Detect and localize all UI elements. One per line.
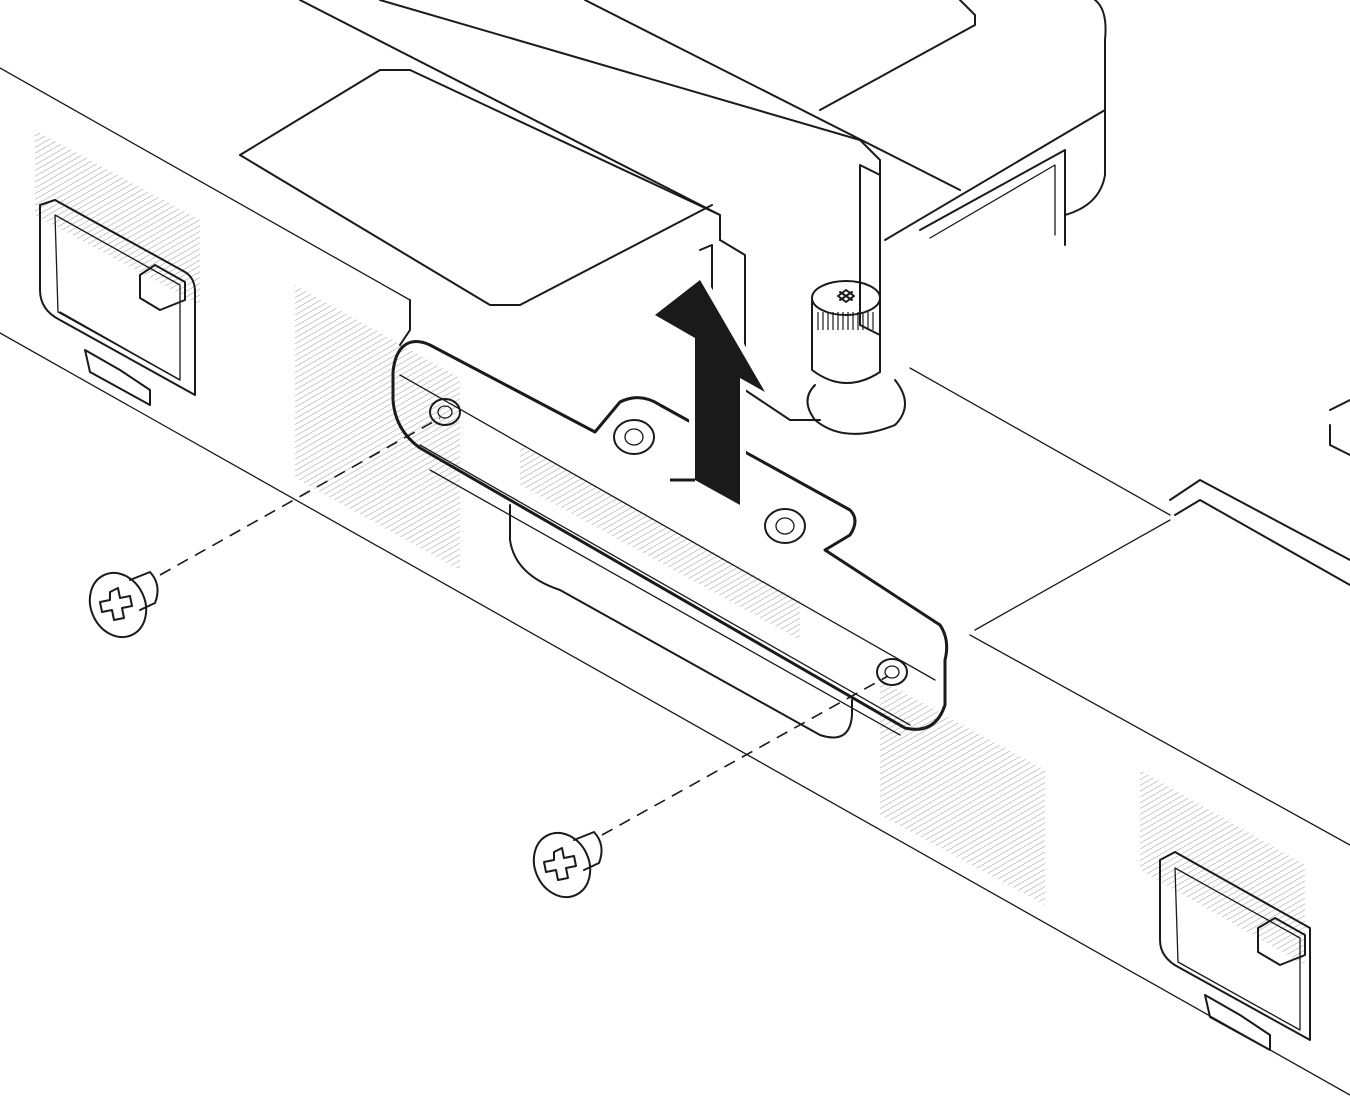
bracket-plate: [391, 340, 949, 731]
drive-latch-right: [1159, 851, 1311, 1051]
thumbscrew-head: [811, 280, 881, 316]
right-cage-top: [1169, 479, 1350, 561]
chassis-top-rail-left: [0, 67, 411, 301]
top-rail-4: [819, 0, 976, 111]
screw-head-right: [532, 831, 592, 899]
bracket-hole-left: [429, 398, 461, 426]
arrow-up-icon: [649, 274, 771, 511]
top-rail-1: [299, 0, 721, 216]
drive-latch-left: [39, 199, 196, 406]
alignment-line-left: [159, 417, 441, 576]
thumbscrew-cross-icon: [837, 289, 855, 303]
chassis-bottom-rail: [0, 332, 1350, 1096]
housing-notch-left: [399, 299, 411, 346]
right-cage-edge: [1174, 499, 1350, 586]
housing-bracket-inner: [929, 164, 1056, 239]
chassis-top-rail-right: [969, 634, 1350, 846]
screw-cross-right: [543, 847, 577, 881]
bracket-fold-2: [419, 444, 911, 726]
thumbscrew-body: [811, 299, 881, 384]
vent-texture-3: [880, 680, 1045, 905]
vent-texture-4: [1140, 770, 1305, 965]
top-plate-left: [239, 69, 721, 241]
screw-cross-left: [99, 587, 133, 621]
screw-icon: [88, 571, 159, 639]
bracket: [391, 340, 949, 736]
bracket-hole-top-1: [613, 419, 655, 455]
chassis: [0, 67, 1350, 1096]
bracket-hole-top-2: [764, 508, 806, 544]
top-plate-front: [239, 154, 713, 306]
thumbscrew: [806, 280, 906, 435]
vent-texture-2: [295, 285, 460, 570]
top-rail-3: [584, 0, 961, 191]
vent-texture-1: [35, 130, 200, 305]
alignment-line-right: [601, 675, 889, 836]
bracket-fold-1: [399, 374, 936, 681]
chassis-step-edge: [974, 519, 1171, 631]
bracket-hole-right: [876, 658, 908, 686]
housing-right-edge: [1064, 0, 1107, 216]
bracket-texture: [520, 445, 800, 640]
housing-right-lower: [884, 109, 1106, 241]
chassis-top-rail-mid: [909, 367, 1171, 516]
screw-icon: [532, 831, 603, 899]
thumbscrew-knurl: [817, 312, 874, 330]
right-cage-corner: [1329, 399, 1350, 411]
thumbscrew-base: [806, 379, 906, 435]
screw-head-left: [88, 571, 148, 639]
chassis-cutout: [509, 504, 853, 739]
right-cage-tab: [1329, 424, 1350, 456]
housing-bracket-right: [919, 149, 1066, 246]
bracket-fold-3: [429, 469, 901, 736]
